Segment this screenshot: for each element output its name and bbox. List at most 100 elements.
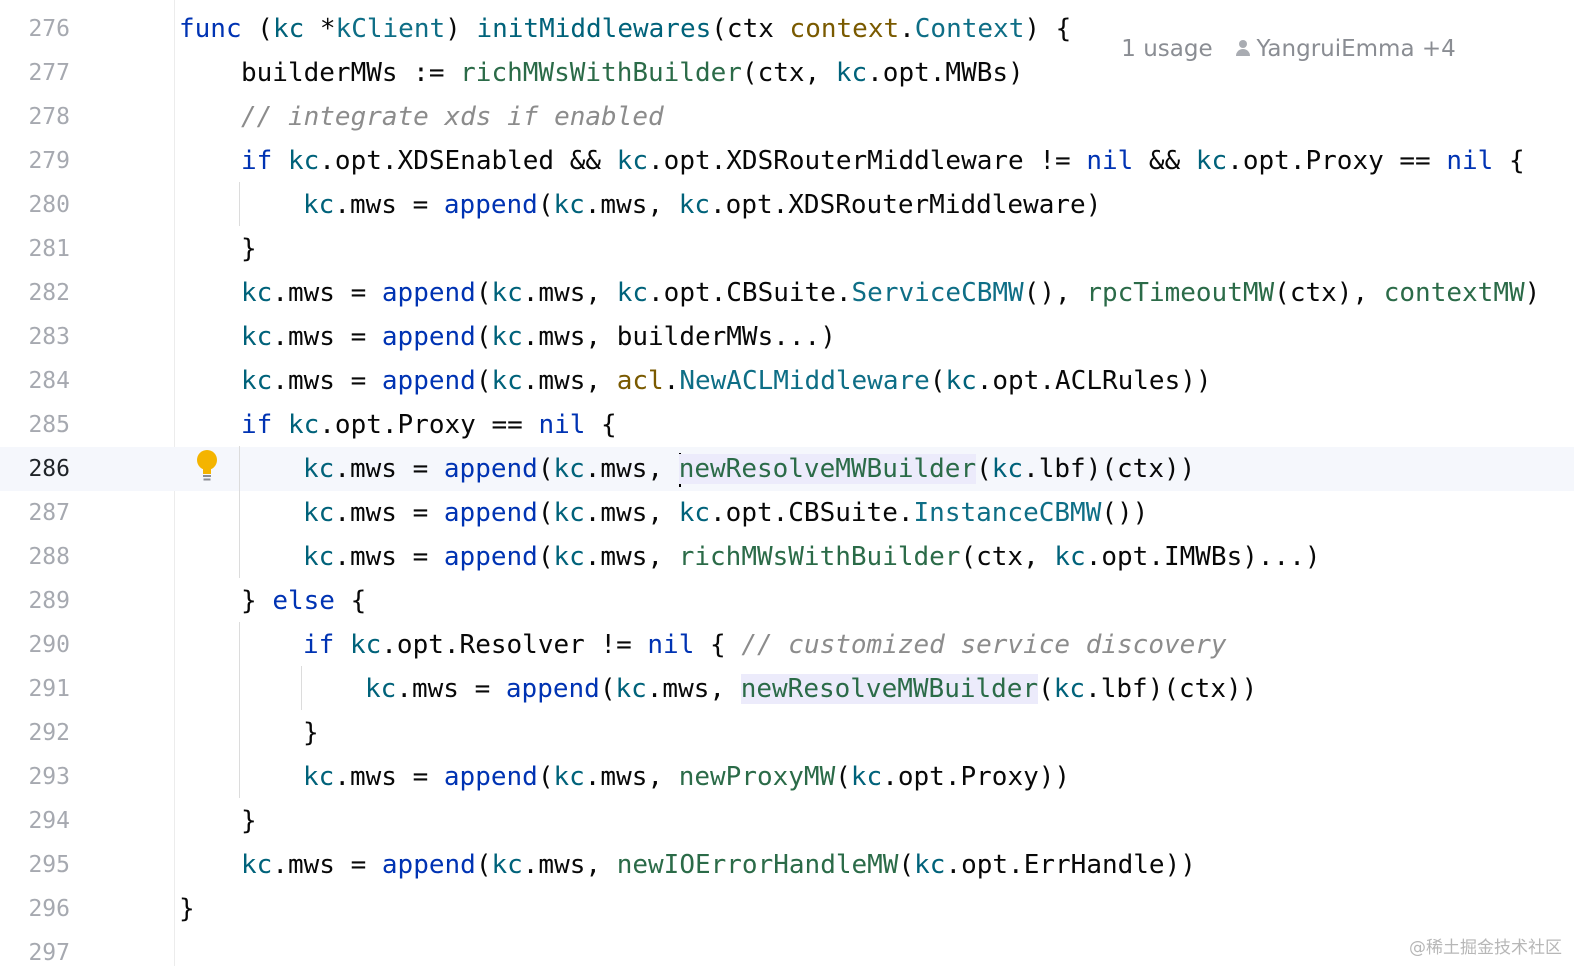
code-token: append: [381, 322, 476, 352]
code-token: .opt.IMWBs)...): [1085, 542, 1321, 572]
code-text[interactable]: builderMWs := richMWsWithBuilder(ctx, kc…: [241, 51, 1024, 95]
line-number[interactable]: 295: [28, 852, 70, 878]
code-token: kc: [287, 146, 320, 176]
code-text[interactable]: kc.mws = append(kc.mws, newIOErrorHandle…: [241, 843, 1196, 887]
code-token: ()): [1101, 498, 1149, 528]
line-number[interactable]: 289: [28, 588, 70, 614]
code-text[interactable]: }: [179, 887, 195, 931]
code-line[interactable]: 287 kc.mws = append(kc.mws, kc.opt.CBSuit…: [0, 491, 1574, 535]
line-number[interactable]: 287: [28, 500, 70, 526]
code-text[interactable]: }: [303, 711, 319, 755]
line-number[interactable]: 283: [28, 324, 70, 350]
code-line[interactable]: 286 kc.mws = append(kc.mws, newResolveMWB…: [0, 447, 1574, 491]
line-number[interactable]: 291: [28, 676, 70, 702]
code-line[interactable]: 296}: [0, 887, 1574, 931]
code-line[interactable]: 284 kc.mws = append(kc.mws, acl.NewACLMid…: [0, 359, 1574, 403]
code-text[interactable]: kc.mws = append(kc.mws, newProxyMW(kc.op…: [303, 755, 1070, 799]
line-number[interactable]: 293: [28, 764, 70, 790]
code-token: (: [475, 850, 492, 880]
code-text[interactable]: }: [241, 227, 257, 271]
code-token: (: [537, 542, 554, 572]
code-token: kc: [491, 850, 523, 880]
code-token: .opt.Proxy)): [882, 762, 1071, 792]
line-number[interactable]: 292: [28, 720, 70, 746]
code-line[interactable]: 290 if kc.opt.Resolver != nil { // custom…: [0, 623, 1574, 667]
code-line[interactable]: 277 builderMWs := richMWsWithBuilder(ctx,…: [0, 51, 1574, 95]
line-number[interactable]: 282: [28, 280, 70, 306]
code-token: append: [443, 454, 538, 484]
code-token: .mws =: [272, 850, 382, 880]
code-text[interactable]: kc.mws = append(kc.mws, newResolveMWBuil…: [303, 447, 1195, 491]
line-number[interactable]: 280: [28, 192, 70, 218]
code-line[interactable]: 282 kc.mws = append(kc.mws, kc.opt.CBSuit…: [0, 271, 1574, 315]
code-line[interactable]: 289 } else {: [0, 579, 1574, 623]
line-number[interactable]: 284: [28, 368, 70, 394]
code-token: ) {: [1024, 14, 1072, 44]
code-token: .mws,: [522, 366, 617, 396]
code-text[interactable]: if kc.opt.Proxy == nil {: [241, 403, 617, 447]
code-text[interactable]: }: [241, 799, 257, 843]
line-number[interactable]: 297: [28, 940, 70, 966]
usage-count[interactable]: 1 usage: [1121, 36, 1213, 62]
code-text[interactable]: func (kc *kClient) initMiddlewares(ctx c…: [179, 7, 1071, 51]
code-line[interactable]: 291 kc.mws = append(kc.mws, newResolveMWB…: [0, 667, 1574, 711]
code-token: append: [443, 498, 538, 528]
code-token: append: [443, 542, 538, 572]
code-text[interactable]: kc.mws = append(kc.mws, kc.opt.CBSuite.S…: [241, 271, 1540, 315]
code-text[interactable]: kc.mws = append(kc.mws, kc.opt.CBSuite.I…: [303, 491, 1148, 535]
code-line[interactable]: 279 if kc.opt.XDSEnabled && kc.opt.XDSRou…: [0, 139, 1574, 183]
code-token: .opt.XDSEnabled &&: [319, 146, 617, 176]
code-token: }: [241, 586, 273, 616]
code-text[interactable]: kc.mws = append(kc.mws, newResolveMWBuil…: [365, 667, 1257, 711]
code-line[interactable]: 297: [0, 931, 1574, 975]
code-token: kc: [303, 542, 335, 572]
code-text[interactable]: kc.mws = append(kc.mws, builderMWs...): [241, 315, 836, 359]
code-token: (: [537, 454, 554, 484]
line-number[interactable]: 285: [28, 412, 70, 438]
code-token: builderMWs :=: [241, 58, 461, 88]
line-number[interactable]: 286: [28, 456, 70, 482]
code-text[interactable]: if kc.opt.Resolver != nil { // customize…: [303, 623, 1227, 667]
code-token: .opt.XDSRouterMiddleware !=: [648, 146, 1087, 176]
code-line[interactable]: 280 kc.mws = append(kc.mws, kc.opt.XDSRou…: [0, 183, 1574, 227]
line-number[interactable]: 296: [28, 896, 70, 922]
code-line[interactable]: 294}: [0, 799, 1574, 843]
code-text[interactable]: // integrate xds if enabled: [241, 95, 664, 139]
code-token: .opt.CBSuite.: [710, 498, 914, 528]
code-token: (ctx),: [1274, 278, 1384, 308]
lightbulb-icon[interactable]: [196, 449, 218, 483]
code-text[interactable]: } else {: [241, 579, 366, 623]
line-number[interactable]: 290: [28, 632, 70, 658]
code-token: .mws =: [396, 674, 506, 704]
code-line[interactable]: 292}: [0, 711, 1574, 755]
code-line[interactable]: 283 kc.mws = append(kc.mws, builderMWs...…: [0, 315, 1574, 359]
line-number[interactable]: 279: [28, 148, 70, 174]
code-token: .opt.ACLRules)): [976, 366, 1212, 396]
code-text[interactable]: kc.mws = append(kc.mws, kc.opt.XDSRouter…: [303, 183, 1101, 227]
line-number[interactable]: 277: [28, 60, 70, 86]
line-number[interactable]: 276: [28, 16, 70, 42]
code-text[interactable]: if kc.opt.XDSEnabled && kc.opt.XDSRouter…: [241, 139, 1525, 183]
code-token: (: [1038, 674, 1054, 704]
line-number[interactable]: 294: [28, 808, 70, 834]
code-line[interactable]: 293 kc.mws = append(kc.mws, newProxyMW(kc…: [0, 755, 1574, 799]
line-number[interactable]: 281: [28, 236, 70, 262]
code-line[interactable]: 285 if kc.opt.Proxy == nil {: [0, 403, 1574, 447]
line-number[interactable]: 288: [28, 544, 70, 570]
code-text[interactable]: kc.mws = append(kc.mws, acl.NewACLMiddle…: [241, 359, 1212, 403]
author-name[interactable]: YangruiEmma +4: [1256, 36, 1456, 62]
code-token: .mws,: [584, 454, 679, 484]
code-line[interactable]: 278 // integrate xds if enabled: [0, 95, 1574, 139]
code-line[interactable]: 276 func (kc *kClient) initMiddlewares(ct…: [0, 7, 1574, 51]
code-token: .mws,: [584, 190, 679, 220]
code-line[interactable]: 281}: [0, 227, 1574, 271]
code-token: kc: [241, 278, 273, 308]
inlay-hints[interactable]: 1 usage YangruiEmma +4: [1092, 10, 1456, 88]
code-token: .opt.Proxy ==: [1227, 146, 1447, 176]
code-token: kc: [287, 410, 320, 440]
line-number[interactable]: 278: [28, 104, 70, 130]
code-text[interactable]: kc.mws = append(kc.mws, richMWsWithBuild…: [303, 535, 1321, 579]
